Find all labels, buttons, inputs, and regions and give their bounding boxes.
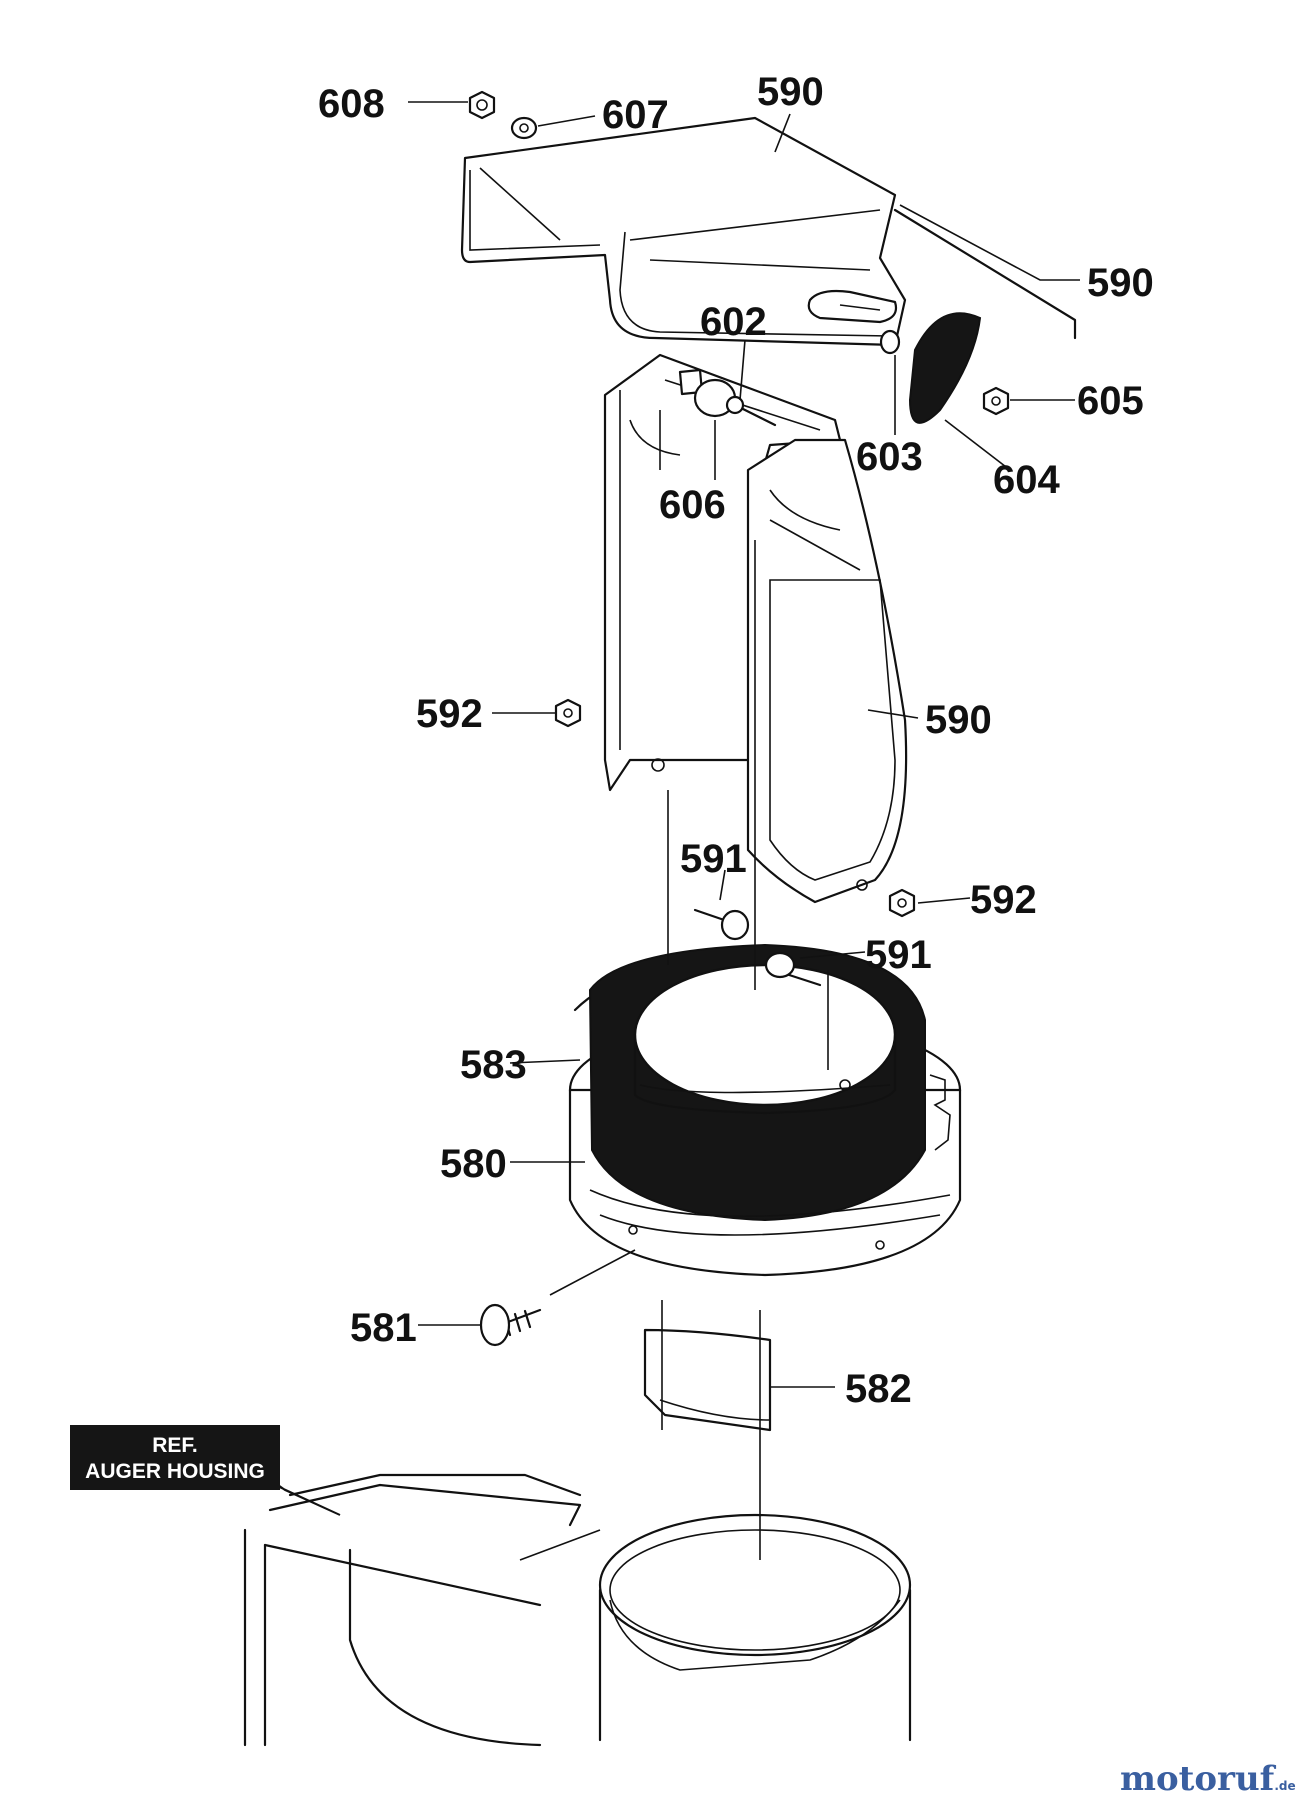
label-602: 602 <box>700 300 767 344</box>
watermark-logo: motoruf.de <box>1120 1759 1296 1799</box>
hardware-parts <box>468 90 1010 1347</box>
label-592-left: 592 <box>416 692 483 736</box>
ref-auger-housing-box: REF. AUGER HOUSING <box>70 1425 341 1516</box>
watermark-tld: .de <box>1274 1779 1295 1793</box>
label-590-rod: 590 <box>1087 261 1154 305</box>
deflector-part <box>460 116 907 347</box>
leader-lines <box>408 101 1080 1388</box>
label-583: 583 <box>460 1043 527 1087</box>
label-590-top: 590 <box>757 70 824 114</box>
label-581: 581 <box>350 1306 417 1350</box>
label-605: 605 <box>1077 379 1144 423</box>
adjustment-rod <box>893 208 1077 340</box>
assembly-lines <box>659 410 829 1560</box>
ref-line-2: AUGER HOUSING <box>85 1460 265 1483</box>
svg-text:motoruf.de: motoruf.de <box>1120 1759 1296 1799</box>
label-580: 580 <box>440 1142 507 1186</box>
label-604: 604 <box>993 458 1060 502</box>
label-606: 606 <box>659 483 726 527</box>
ref-line-1: REF. <box>152 1434 198 1457</box>
front-chute-panel <box>746 438 908 904</box>
label-591-b: 591 <box>865 933 932 977</box>
label-608: 608 <box>318 82 385 126</box>
label-607: 607 <box>602 93 669 137</box>
label-603: 603 <box>856 435 923 479</box>
watermark-prefix: motor <box>1120 1759 1236 1799</box>
part-labels: 608 607 590 590 602 605 603 604 606 592 … <box>318 70 1154 1411</box>
bottom-plate-part <box>643 1328 772 1432</box>
auger-housing-ref <box>243 1473 912 1747</box>
label-590-mid: 590 <box>925 698 992 742</box>
watermark-suffix: uf <box>1235 1759 1277 1799</box>
label-592-right: 592 <box>970 878 1037 922</box>
label-591-a: 591 <box>680 837 747 881</box>
chute-ring-assembly <box>568 943 962 1277</box>
label-582: 582 <box>845 1367 912 1411</box>
